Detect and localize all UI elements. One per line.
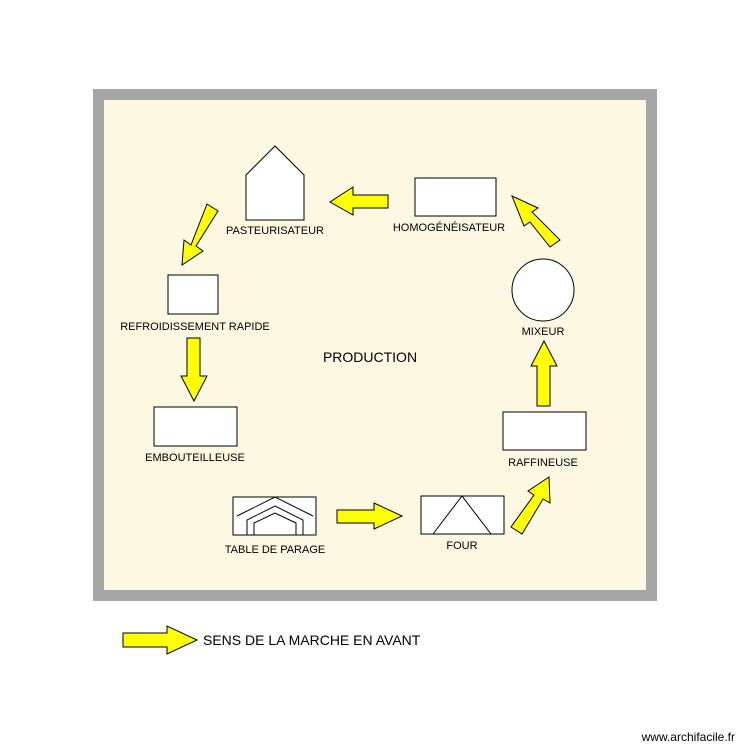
mixeur: MIXEUR xyxy=(511,258,575,338)
four-label: FOUR xyxy=(446,540,477,552)
refroidissement-label: REFROIDISSEMENT RAPIDE xyxy=(120,321,270,333)
raffineuse: RAFFINEUSE xyxy=(502,411,587,469)
four-triangle xyxy=(431,495,493,535)
raffineuse-label: RAFFINEUSE xyxy=(508,457,578,469)
arrow-up-icon xyxy=(530,339,558,407)
refroidissement-icon xyxy=(167,274,219,315)
pasteurisateur-icon xyxy=(245,145,305,221)
refroidissement-rapide: REFROIDISSEMENT RAPIDE xyxy=(120,274,270,333)
mixeur-label: MIXEUR xyxy=(522,326,565,338)
homogeneisateur-label: HOMOGÉNÉISATEUR xyxy=(393,221,505,234)
table-parage-icon xyxy=(232,496,317,536)
table-parage-chevron-inner xyxy=(246,505,304,536)
arrow-down-left-icon xyxy=(181,203,219,266)
embouteilleuse: EMBOUTEILLEUSE xyxy=(145,406,245,464)
pasteurisateur: PASTEURISATEUR xyxy=(226,145,324,237)
homogeneisateur: HOMOGÉNÉISATEUR xyxy=(393,177,505,234)
arrow-left-icon xyxy=(329,186,389,216)
table-de-parage: TABLE DE PARAGE xyxy=(225,496,325,556)
four: FOUR xyxy=(420,495,505,552)
table-parage-label: TABLE DE PARAGE xyxy=(225,544,325,556)
raffineuse-icon xyxy=(502,411,587,451)
embouteilleuse-icon xyxy=(153,406,238,447)
arrow-right-icon xyxy=(336,502,404,530)
legend: SENS DE LA MARCHE EN AVANT xyxy=(122,625,421,655)
table-parage-chevron-outer xyxy=(236,496,314,517)
legend-label: SENS DE LA MARCHE EN AVANT xyxy=(203,632,421,648)
legend-arrow-icon xyxy=(122,625,199,655)
pasteurisateur-label: PASTEURISATEUR xyxy=(226,225,324,237)
embouteilleuse-label: EMBOUTEILLEUSE xyxy=(145,452,245,464)
arrow-down-icon xyxy=(180,337,208,403)
arrow-up-right-icon xyxy=(510,476,551,535)
four-icon xyxy=(420,495,505,535)
credit-text: www.archifacile.fr xyxy=(641,730,735,744)
mixeur-icon xyxy=(511,258,575,322)
room-label: PRODUCTION xyxy=(323,349,417,365)
homogeneisateur-icon xyxy=(414,177,497,217)
arrow-up-left-icon xyxy=(511,195,561,248)
